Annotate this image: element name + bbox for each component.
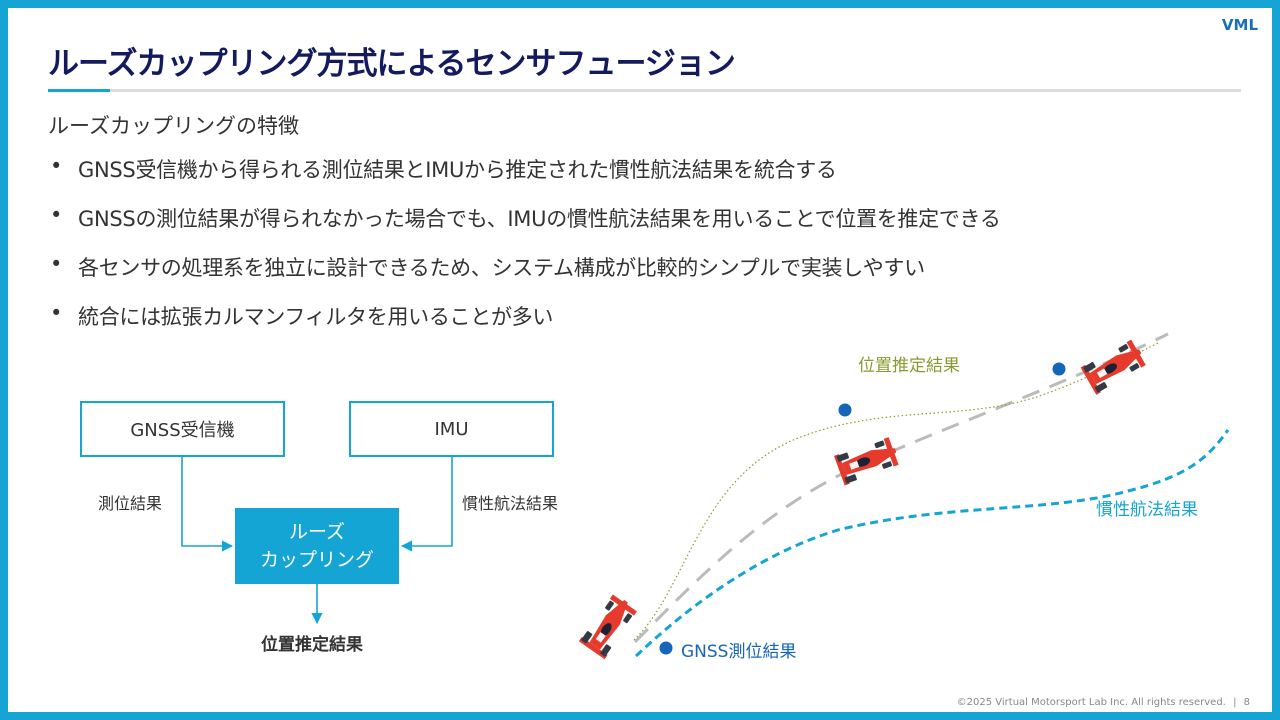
edge-label-imu-output: 慣性航法結果 bbox=[462, 494, 559, 513]
loose-coupling-label-line1: ルーズ bbox=[288, 521, 346, 543]
loose-coupling-label-line2: カップリング bbox=[259, 549, 374, 571]
feature-item: GNSS受信機から得られる測位結果とIMUから推定された慣性航法結果を統合する bbox=[48, 154, 1001, 203]
feature-list: GNSS受信機から得られる測位結果とIMUから推定された慣性航法結果を統合する … bbox=[48, 154, 1001, 350]
feature-item: GNSSの測位結果が得られなかった場合でも、IMUの慣性航法結果を用いることで位… bbox=[48, 203, 1001, 252]
race-car-3 bbox=[1080, 337, 1149, 395]
gnss-receiver-box: GNSS受信機 bbox=[80, 401, 285, 457]
diagram-connectors bbox=[181, 457, 453, 625]
gnss-legend-label: GNSS測位結果 bbox=[681, 642, 797, 662]
title-divider-accent bbox=[48, 89, 110, 92]
footer: ©2025 Virtual Motorsport Lab Inc. All ri… bbox=[957, 697, 1250, 708]
race-car-1 bbox=[578, 592, 639, 660]
imu-label: IMU bbox=[434, 418, 469, 440]
estimated-path bbox=[633, 342, 1159, 641]
inertial-path bbox=[634, 429, 1230, 658]
footer-separator: | bbox=[1233, 697, 1237, 708]
brand-logo: VML bbox=[1221, 16, 1258, 34]
trajectory-illustration bbox=[578, 332, 1230, 660]
section-heading: ルーズカップリングの特徴 bbox=[48, 114, 299, 138]
title-divider bbox=[48, 89, 1241, 92]
gnss-point bbox=[838, 403, 852, 417]
page-number: 8 bbox=[1243, 697, 1250, 708]
slide-title: ルーズカップリング方式によるセンサフュージョン bbox=[48, 46, 736, 82]
inertial-path-label: 慣性航法結果 bbox=[1096, 500, 1198, 520]
race-car-2 bbox=[833, 435, 901, 486]
reference-path bbox=[633, 332, 1169, 644]
loose-coupling-box: ルーズ カップリング bbox=[235, 508, 399, 584]
output-label: 位置推定結果 bbox=[261, 635, 363, 655]
estimated-path-label: 位置推定結果 bbox=[858, 356, 960, 376]
gnss-receiver-label: GNSS受信機 bbox=[130, 420, 235, 441]
edge-label-gnss-output: 測位結果 bbox=[98, 494, 163, 513]
arrow-gnss-to-loose bbox=[181, 457, 234, 552]
feature-item: 統合には拡張カルマンフィルタを用いることが多い bbox=[48, 301, 1001, 350]
imu-box: IMU bbox=[349, 401, 554, 457]
arrow-imu-to-loose bbox=[400, 457, 453, 552]
copyright-text: ©2025 Virtual Motorsport Lab Inc. All ri… bbox=[956, 697, 1226, 708]
gnss-point bbox=[1052, 362, 1066, 376]
gnss-legend-marker bbox=[659, 641, 673, 655]
feature-item: 各センサの処理系を独立に設計できるため、システム構成が比較的シンプルで実装しやす… bbox=[48, 252, 1001, 301]
